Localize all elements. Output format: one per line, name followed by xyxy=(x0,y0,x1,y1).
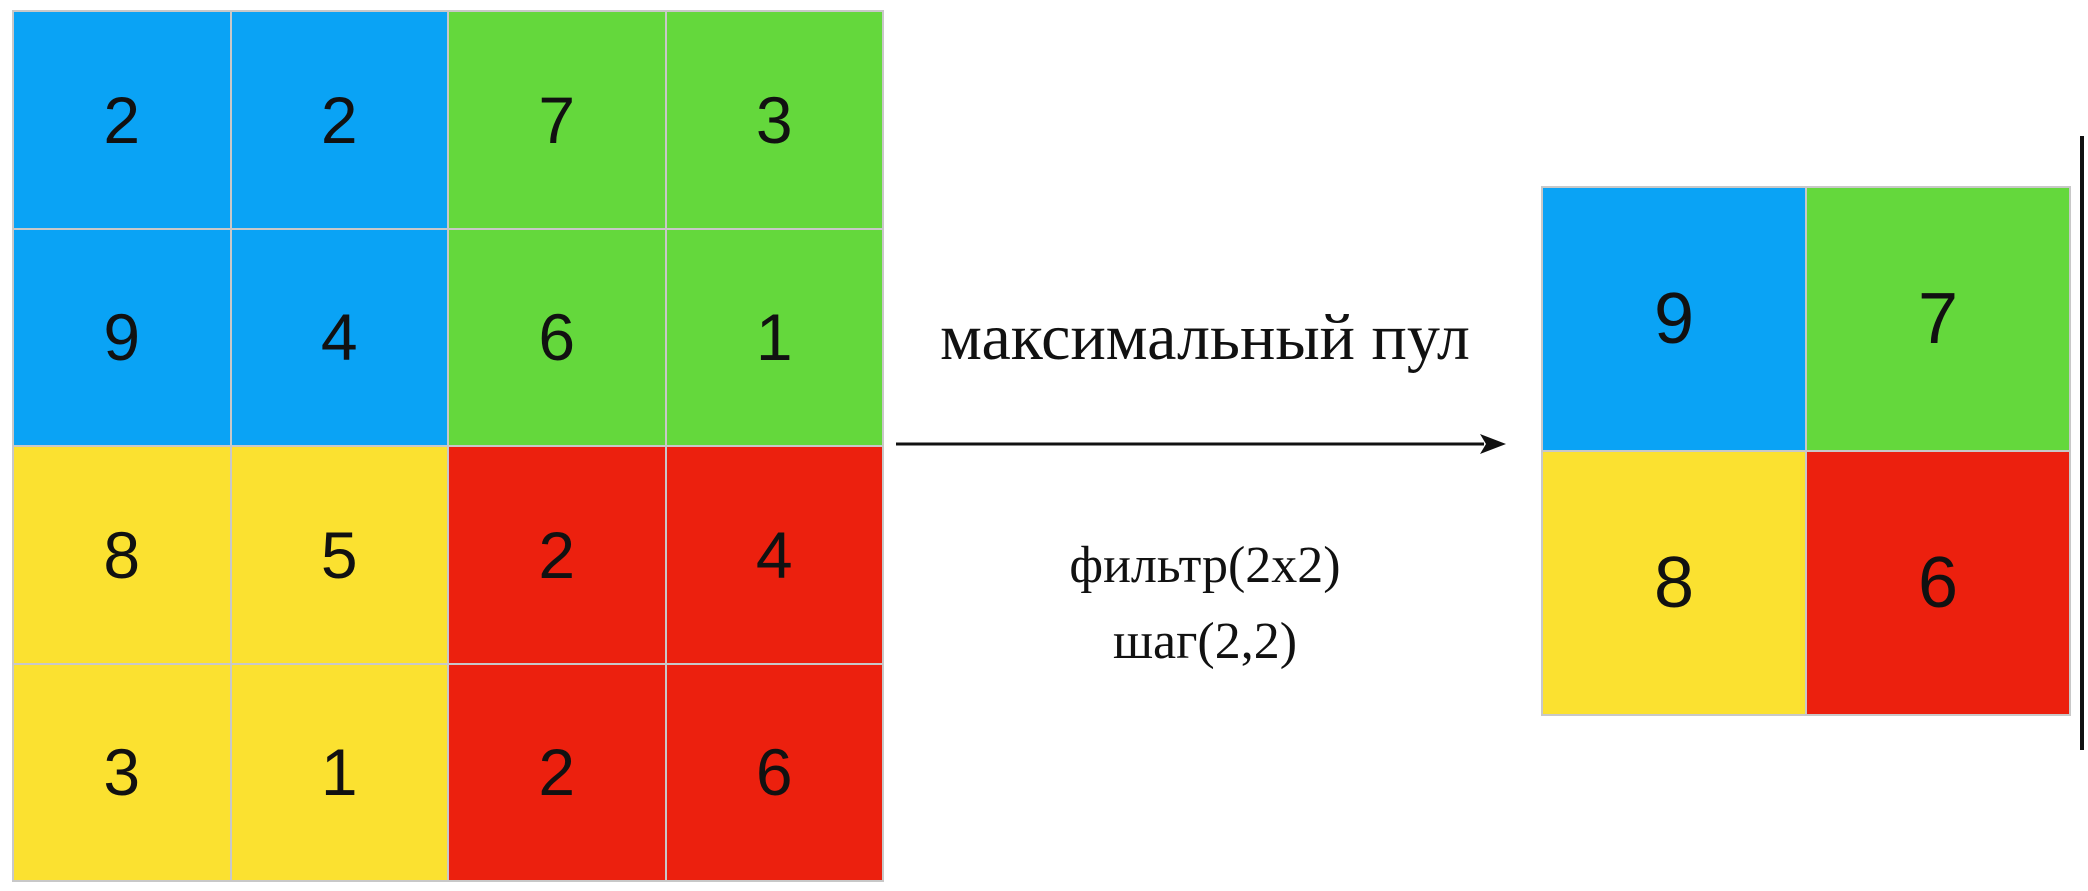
input-matrix-cell: 9 xyxy=(14,229,230,445)
input-matrix-cell: 1 xyxy=(231,664,447,880)
input-matrix-cell: 2 xyxy=(231,12,447,228)
input-matrix-cell: 3 xyxy=(666,12,882,228)
input-matrix-cell: 1 xyxy=(666,229,882,445)
right-arrow-icon xyxy=(896,434,1506,454)
input-matrix-cell: 4 xyxy=(231,229,447,445)
input-matrix-cell: 2 xyxy=(14,12,230,228)
input-matrix-cell: 2 xyxy=(449,664,665,880)
operation-label: максимальный пул xyxy=(940,301,1470,374)
output-matrix-cell: 6 xyxy=(1807,452,2069,714)
input-matrix-cell: 3 xyxy=(14,664,230,880)
input-matrix-cell: 6 xyxy=(449,229,665,445)
input-matrix-cell: 6 xyxy=(666,664,882,880)
input-matrix-cell: 4 xyxy=(666,447,882,663)
input-matrix-cell: 8 xyxy=(14,447,230,663)
input-matrix-cell: 7 xyxy=(449,12,665,228)
output-matrix-cell: 9 xyxy=(1543,188,1805,450)
input-matrix-cell: 2 xyxy=(449,447,665,663)
input-matrix-cell: 5 xyxy=(231,447,447,663)
filter-size-label: фильтр(2x2) xyxy=(1069,537,1341,594)
output-matrix-cell: 8 xyxy=(1543,452,1805,714)
stride-label: шаг(2,2) xyxy=(1112,613,1298,670)
output-matrix-cell: 7 xyxy=(1807,188,2069,450)
edge-divider xyxy=(2080,136,2084,750)
